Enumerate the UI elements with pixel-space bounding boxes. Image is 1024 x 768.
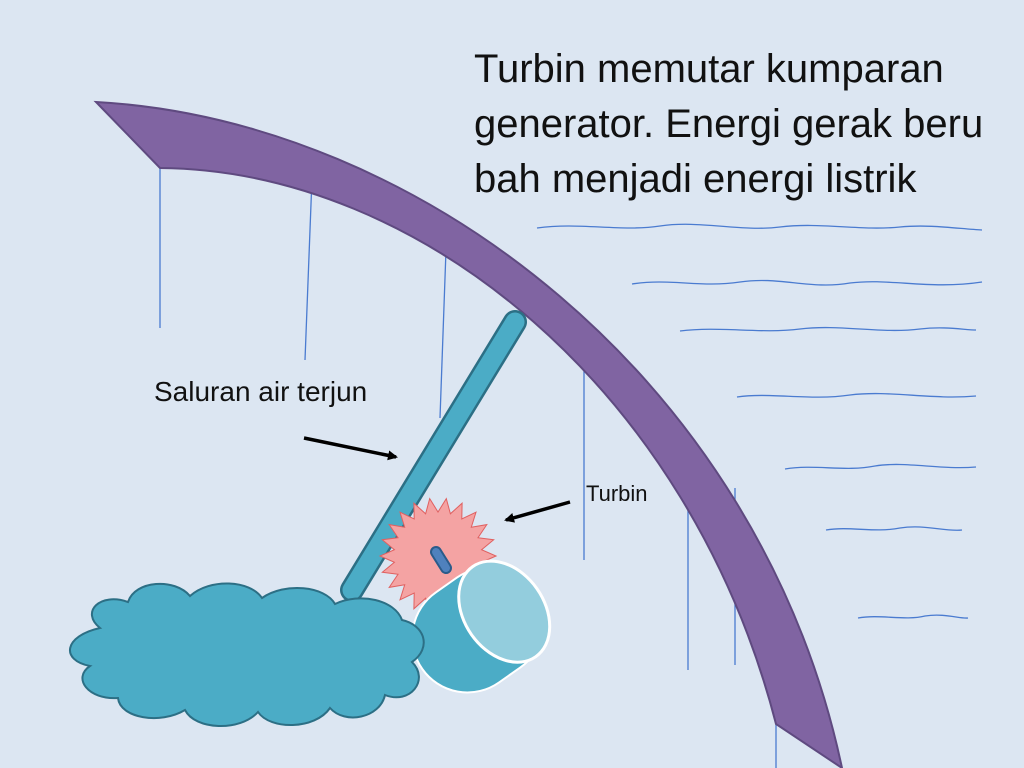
turbine-label: Turbin	[586, 481, 648, 506]
arrow-to-turbine	[504, 500, 571, 523]
dam-arc	[93, 100, 844, 768]
title-line-3: bah menjadi energi listrik	[474, 157, 917, 201]
title-line-1: Turbin memutar kumparan	[474, 47, 944, 91]
slide-title: Turbin memutar kumparan generator. Energ…	[474, 42, 1014, 207]
channel-label: Saluran air terjun	[154, 376, 368, 407]
water-wave-lines	[536, 223, 983, 619]
arrow-to-channel	[303, 436, 398, 461]
water-pool-cloud	[69, 582, 425, 727]
water-pipe	[340, 310, 527, 602]
title-line-2: generator. Energi gerak beru	[474, 102, 984, 146]
generator	[411, 559, 552, 694]
